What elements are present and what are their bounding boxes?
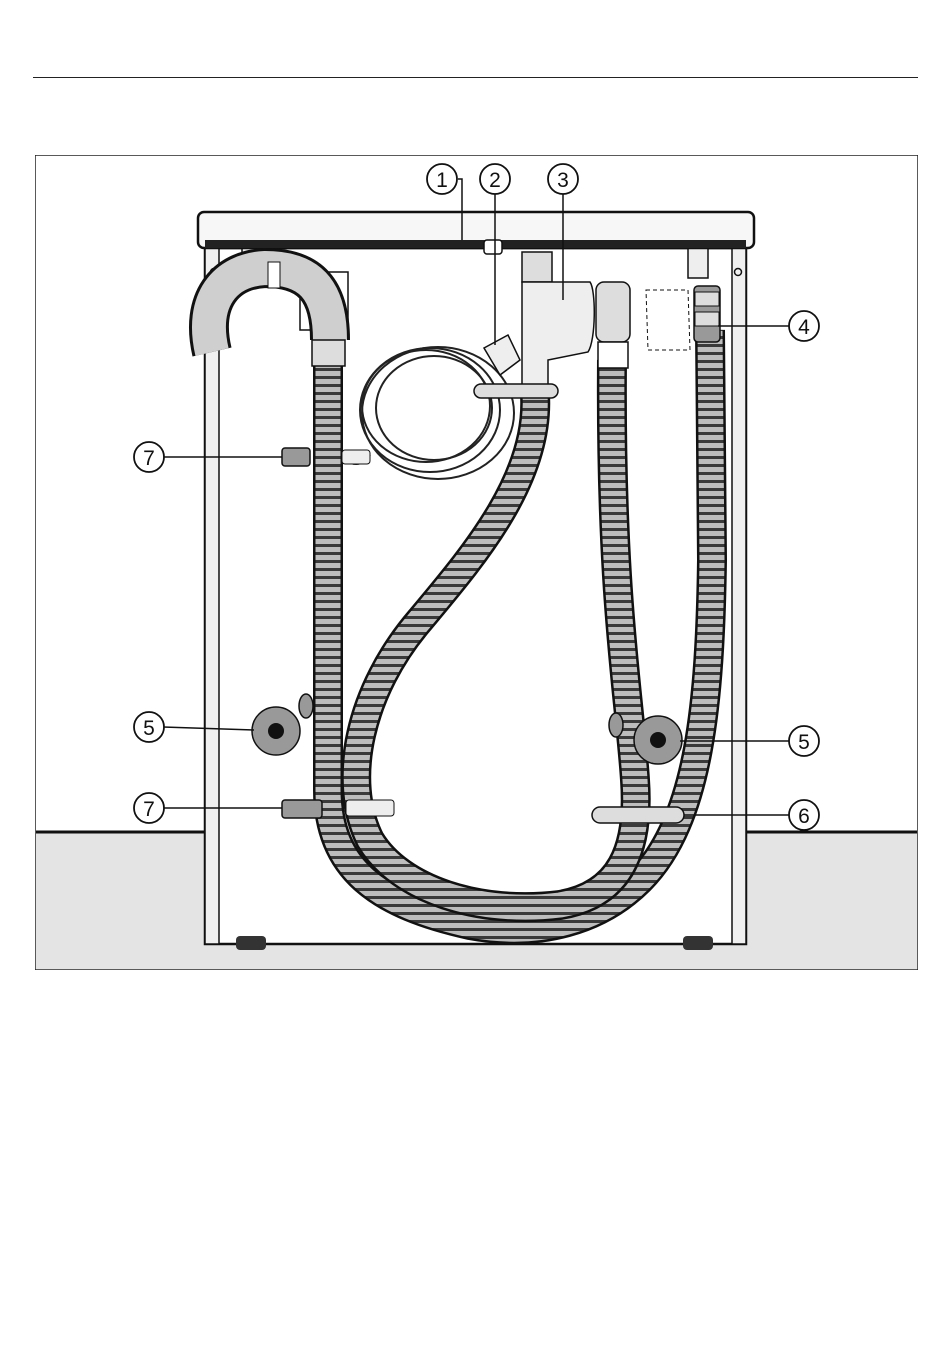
header-rule bbox=[33, 77, 918, 78]
callout-6: 6 bbox=[789, 800, 819, 830]
callout-2-label: 2 bbox=[489, 169, 501, 192]
hose-hook bbox=[592, 807, 684, 823]
callout-5-left: 5 bbox=[134, 712, 164, 742]
callout-1-label: 1 bbox=[436, 169, 448, 192]
callout-5-left-label: 5 bbox=[143, 717, 155, 740]
callout-4: 4 bbox=[789, 311, 819, 341]
callout-2: 2 bbox=[480, 164, 510, 194]
callout-7-lower-label: 7 bbox=[143, 798, 155, 821]
callout-6-label: 6 bbox=[798, 805, 810, 828]
callout-3-label: 3 bbox=[557, 169, 569, 192]
callout-5-right-label: 5 bbox=[798, 731, 810, 754]
callout-7-lower: 7 bbox=[134, 793, 164, 823]
top-cover bbox=[198, 212, 754, 254]
callout-1: 1 bbox=[427, 164, 457, 194]
callout-4-label: 4 bbox=[798, 316, 810, 339]
callout-7-upper: 7 bbox=[134, 442, 164, 472]
callout-3: 3 bbox=[548, 164, 578, 194]
callout-7-upper-label: 7 bbox=[143, 447, 155, 470]
appliance-rear-diagram: 1 2 3 4 5 5 6 7 7 bbox=[35, 155, 918, 970]
callout-5-right: 5 bbox=[789, 726, 819, 756]
